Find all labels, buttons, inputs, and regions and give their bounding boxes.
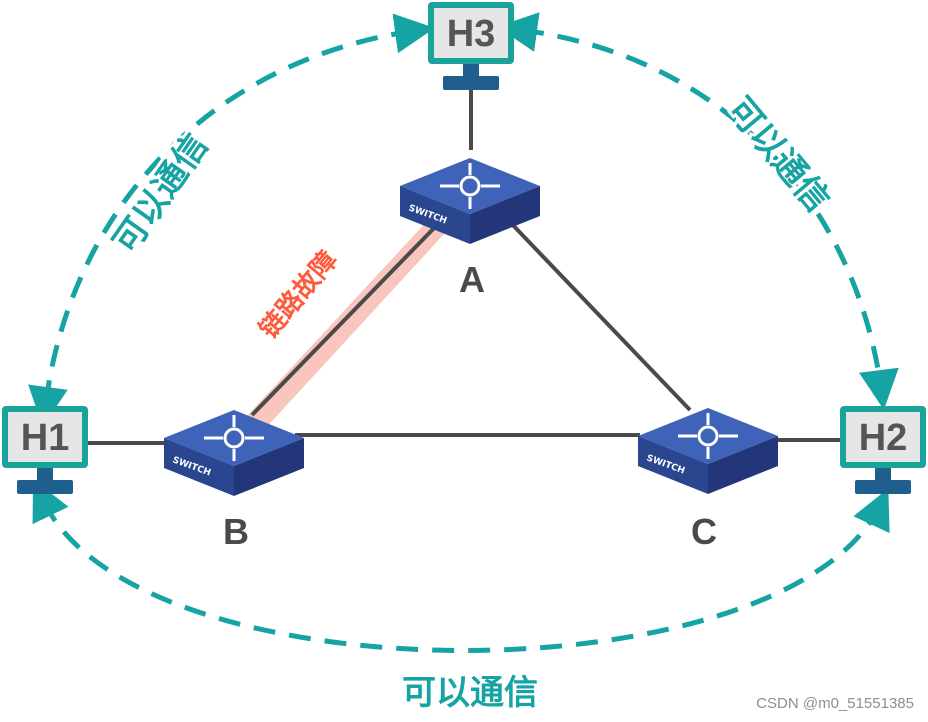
host-label-h3: H3 [447,13,496,55]
switch-c: SWITCH [638,408,778,494]
host-h3: H3 [428,2,514,90]
host-label-h2: H2 [859,417,908,459]
switch-arrows-icon [440,163,500,209]
comm-label-h1-h2: 可以通信 [402,673,538,713]
fault-highlight [245,218,446,432]
switch-label-a: A [459,259,485,300]
comm-label-h3-h2: 可以通信 [719,90,837,220]
link-a-b [250,222,440,417]
switch-label-b: B [223,511,249,552]
comm-arrow-h3-h2 [497,12,899,410]
link-a-c [506,218,692,412]
comm-arrow-h1-h3 [28,13,435,427]
comm-arrow-h1-h2 [32,479,890,653]
watermark: CSDN @m0_51551385 [756,695,914,712]
switch-b: SWITCH [164,410,304,496]
host-h2: H2 [840,406,926,494]
switch-label-c: C [691,511,717,552]
comm-label-h1-h3: 可以通信 [106,127,217,261]
switch-arrows-icon [678,413,738,459]
host-h1: H1 [2,406,88,494]
switch-arrows-icon [204,415,264,461]
switch-a: SWITCH [400,158,540,244]
host-label-h1: H1 [21,417,70,459]
